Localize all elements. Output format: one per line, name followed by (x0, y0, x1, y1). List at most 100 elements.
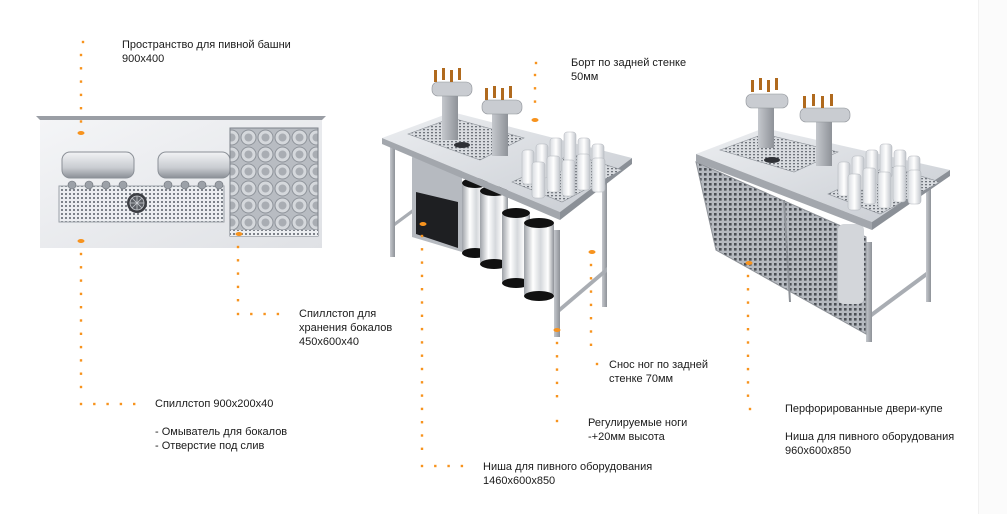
glasses (521, 131, 606, 199)
leader-dot (746, 354, 750, 357)
leader-dot (746, 301, 750, 304)
tap-row-right (163, 180, 224, 190)
leader-dot (589, 277, 593, 280)
leader-dot (79, 252, 83, 256)
kegs (462, 178, 554, 301)
leader-dot (420, 464, 424, 468)
leader-dot (133, 402, 136, 406)
leader-dot (595, 362, 599, 366)
callout-text: Пространство для пивной башни (122, 39, 291, 51)
leader-dot (746, 341, 750, 344)
leader-dot (589, 330, 593, 333)
callout-doors: Перфорированные двери-купе Ниша для пивн… (785, 402, 954, 458)
callout-glass-spillstop: Спиллстоп для хранения бокалов 450x600x4… (299, 307, 392, 349)
leader-anchor (235, 232, 243, 236)
leader-dot (420, 354, 424, 357)
callout-leg-offset: Снос ног по задней стенке 70мм (609, 358, 708, 386)
leader-dot (533, 73, 537, 77)
leader-dot (746, 314, 750, 318)
leader-dot (236, 272, 240, 275)
leader-dot (236, 259, 240, 262)
counter-front-edge (382, 138, 560, 220)
callout-text: Снос ног по задней (609, 359, 708, 371)
leg-back-left (390, 147, 395, 257)
leader-dot (555, 419, 559, 423)
leader-dot (420, 421, 424, 424)
callout-niche-open: Ниша для пивного оборудования 1460x600x8… (483, 460, 652, 488)
leg-back-right (926, 182, 931, 302)
leader-anchor (745, 261, 753, 265)
leader-dot (420, 407, 424, 411)
leader-dot (79, 279, 83, 282)
leader-dot (746, 394, 750, 397)
leader-dot (420, 327, 424, 331)
leader-dot (420, 434, 424, 437)
leg-front-right (554, 230, 560, 337)
leader-dot (420, 447, 424, 450)
perforated-sliding-doors (695, 161, 867, 335)
leader-dot (555, 341, 559, 345)
leader-dot (420, 341, 424, 344)
leader-anchor (588, 250, 596, 254)
leader-dot (555, 355, 559, 358)
callout-back-rim: Борт по задней стенке 50мм (571, 56, 686, 84)
callout-adjustable-legs: Регулируемые ноги -+20мм высота (588, 416, 687, 444)
leader-dot (79, 93, 83, 97)
leg-back-right (602, 172, 607, 307)
callout-dimension: 50мм (571, 71, 599, 83)
leader-dot (746, 367, 750, 371)
page-edge-strip (978, 0, 1007, 514)
open-3d-view-figure (382, 68, 632, 337)
leader-dot (746, 328, 750, 331)
leader-dot (589, 317, 593, 320)
callout-title: Спиллстоп 900x200x40 (155, 398, 274, 410)
leader-dot (236, 312, 240, 316)
leader-dot (79, 385, 83, 389)
callout-dimension: 900x400 (122, 53, 165, 65)
leader-dot (589, 343, 593, 346)
leader-dot (79, 266, 83, 269)
glass-rinser-icon (454, 142, 470, 148)
beer-towers (745, 93, 851, 166)
leader-dot (79, 402, 83, 406)
leader-dot (555, 368, 559, 371)
leader-dot (236, 245, 240, 249)
tap-handles (751, 78, 833, 108)
leg-brace (872, 272, 926, 317)
tower-left (61, 151, 135, 179)
leader-dot (533, 100, 537, 103)
leader-dot (276, 312, 280, 316)
callout-text: Ниша для пивного оборудования (483, 461, 653, 473)
leader-dot (434, 464, 437, 468)
leader-dot (555, 381, 559, 385)
cooler-grille (416, 192, 458, 248)
callout-list-item: - Омыватель для бокалов (155, 426, 288, 438)
callout-dimension: -+20мм высота (588, 431, 665, 443)
leader-dot (748, 407, 752, 411)
leader-dot (119, 402, 123, 406)
leader-dot (589, 290, 593, 293)
leader-dot (420, 248, 424, 251)
leader-dot (79, 67, 83, 70)
callout-title: Перфорированные двери-купе (785, 403, 943, 415)
leader-dot (589, 263, 593, 267)
leader-dot (236, 299, 240, 302)
callout-spillstop: Спиллстоп 900x200x40 - Омыватель для бок… (155, 397, 287, 453)
leader-dot (420, 261, 424, 264)
callout-dimension: 450x600x40 (299, 336, 359, 348)
tap-handles (434, 68, 512, 100)
leader-dot (79, 80, 83, 83)
tap-row-left (67, 180, 128, 190)
leader-dot (250, 312, 253, 316)
leader-dot (533, 87, 537, 90)
leg-front-right (866, 242, 872, 342)
callout-text: Спиллстоп для (299, 308, 377, 320)
leader-dot (420, 381, 424, 384)
leader-dot (81, 40, 85, 44)
leader-dot (79, 372, 83, 375)
leader-dot (79, 53, 83, 57)
callout-text: Борт по задней стенке (571, 57, 687, 69)
leader-dot (93, 402, 96, 406)
leader-dot (420, 301, 424, 304)
